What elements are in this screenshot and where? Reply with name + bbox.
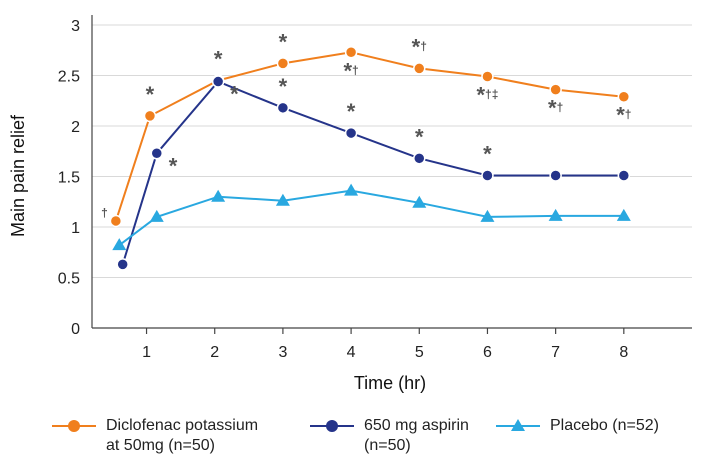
y-tick-label-0.5: 0.5 bbox=[58, 271, 80, 288]
y-tick-label-3: 3 bbox=[71, 18, 80, 35]
annotation-diclofenac-4: *† bbox=[343, 58, 358, 83]
point-diclofenac-1 bbox=[143, 109, 157, 123]
point-aspirin-2 bbox=[211, 75, 225, 88]
point-diclofenac-5 bbox=[413, 62, 426, 75]
annotation-aspirin-1: * bbox=[230, 82, 239, 107]
x-tick-label-7: 7 bbox=[551, 344, 560, 361]
point-placebo-0 bbox=[112, 238, 127, 251]
annotation-layer: † * * * *† *† *†‡ *† *† * * * * * * bbox=[101, 29, 631, 220]
point-aspirin-6 bbox=[481, 169, 494, 182]
point-aspirin-8 bbox=[617, 169, 631, 182]
annotation-diclofenac-2: * bbox=[214, 47, 223, 72]
y-tick-label-1.5: 1.5 bbox=[58, 170, 80, 187]
y-axis-label: Main pain relief bbox=[8, 114, 28, 237]
legend-item-aspirin: 650 mg aspirin (n=50) bbox=[310, 416, 469, 456]
point-aspirin-1 bbox=[150, 147, 164, 160]
x-tick-label-2: 2 bbox=[210, 344, 219, 361]
annotation-aspirin-5: * bbox=[483, 141, 492, 166]
y-tick-label-1: 1 bbox=[71, 220, 80, 237]
y-tick-label-2: 2 bbox=[71, 119, 80, 136]
legend-marker-diclofenac bbox=[52, 416, 96, 436]
point-diclofenac-8 bbox=[617, 90, 631, 103]
x-tick-label-5: 5 bbox=[415, 344, 424, 361]
annotation-diclofenac-6: *†‡ bbox=[476, 83, 498, 108]
legend-item-diclofenac: Diclofenac potassium at 50mg (n=50) bbox=[52, 416, 258, 456]
y-tick-label-0: 0 bbox=[71, 321, 80, 338]
point-placebo-2 bbox=[211, 189, 226, 202]
x-tick-label-3: 3 bbox=[278, 344, 287, 361]
legend-label-aspirin: 650 mg aspirin (n=50) bbox=[364, 417, 469, 454]
annotation-diclofenac-5: *† bbox=[412, 34, 427, 59]
point-placebo-8 bbox=[616, 208, 631, 221]
x-tick-label-8: 8 bbox=[619, 344, 628, 361]
point-placebo-6 bbox=[480, 209, 495, 222]
gridlines bbox=[92, 24, 692, 278]
legend-label-diclofenac: Diclofenac potassium at 50mg (n=50) bbox=[106, 417, 259, 454]
point-placebo-7 bbox=[548, 208, 563, 221]
line-chart: 0 0.5 1 1.5 2 2.5 3 1 2 3 4 5 6 7 8 † * * * *† *† *†‡ *† *† * *… bbox=[8, 15, 692, 393]
series-placebo bbox=[112, 183, 631, 251]
legend-marker-aspirin bbox=[310, 416, 354, 436]
point-aspirin-0 bbox=[116, 258, 129, 271]
annotation-diclofenac-1: * bbox=[146, 82, 155, 107]
annotation-aspirin-3: * bbox=[347, 99, 356, 124]
annotation-aspirin-2: * bbox=[279, 74, 288, 99]
point-aspirin-3 bbox=[276, 101, 290, 115]
x-tick-label-4: 4 bbox=[347, 344, 356, 361]
series-line-placebo bbox=[118, 189, 624, 246]
annotation-aspirin-0: * bbox=[169, 153, 178, 178]
point-diclofenac-4 bbox=[344, 46, 358, 59]
series-diclofenac bbox=[109, 46, 631, 228]
point-placebo-3 bbox=[275, 193, 290, 206]
annotation-aspirin-4: * bbox=[415, 124, 424, 149]
point-diclofenac-0 bbox=[109, 214, 123, 228]
legend: Diclofenac potassium at 50mg (n=50) 650 … bbox=[0, 416, 715, 462]
point-aspirin-4 bbox=[344, 126, 358, 140]
point-placebo-4 bbox=[344, 183, 359, 196]
series-aspirin bbox=[116, 75, 631, 271]
x-tick-labels: 1 2 3 4 5 6 7 8 bbox=[142, 344, 628, 361]
annotation-diclofenac-7: *† bbox=[548, 96, 563, 121]
x-tick-label-1: 1 bbox=[142, 344, 151, 361]
x-axis-label: Time (hr) bbox=[354, 373, 426, 393]
point-diclofenac-6 bbox=[481, 70, 494, 83]
series-line-diclofenac bbox=[114, 51, 624, 222]
series-layer bbox=[109, 46, 631, 271]
annotation-diclofenac-0: † bbox=[101, 206, 108, 220]
point-aspirin-5 bbox=[413, 152, 426, 165]
point-placebo-1 bbox=[149, 209, 164, 222]
annotation-diclofenac-8: *† bbox=[616, 103, 631, 128]
x-tick-label-6: 6 bbox=[483, 344, 492, 361]
y-tick-label-2.5: 2.5 bbox=[58, 69, 80, 86]
annotation-diclofenac-3: * bbox=[279, 29, 288, 54]
point-placebo-5 bbox=[412, 195, 427, 208]
axes bbox=[91, 15, 692, 334]
point-diclofenac-3 bbox=[276, 57, 290, 70]
point-aspirin-7 bbox=[549, 169, 562, 182]
legend-item-placebo: Placebo (n=52) bbox=[496, 416, 659, 436]
legend-label-placebo: Placebo (n=52) bbox=[550, 417, 659, 434]
legend-marker-placebo bbox=[496, 416, 540, 436]
point-diclofenac-7 bbox=[549, 83, 562, 96]
y-tick-labels: 0 0.5 1 1.5 2 2.5 3 bbox=[58, 18, 80, 338]
